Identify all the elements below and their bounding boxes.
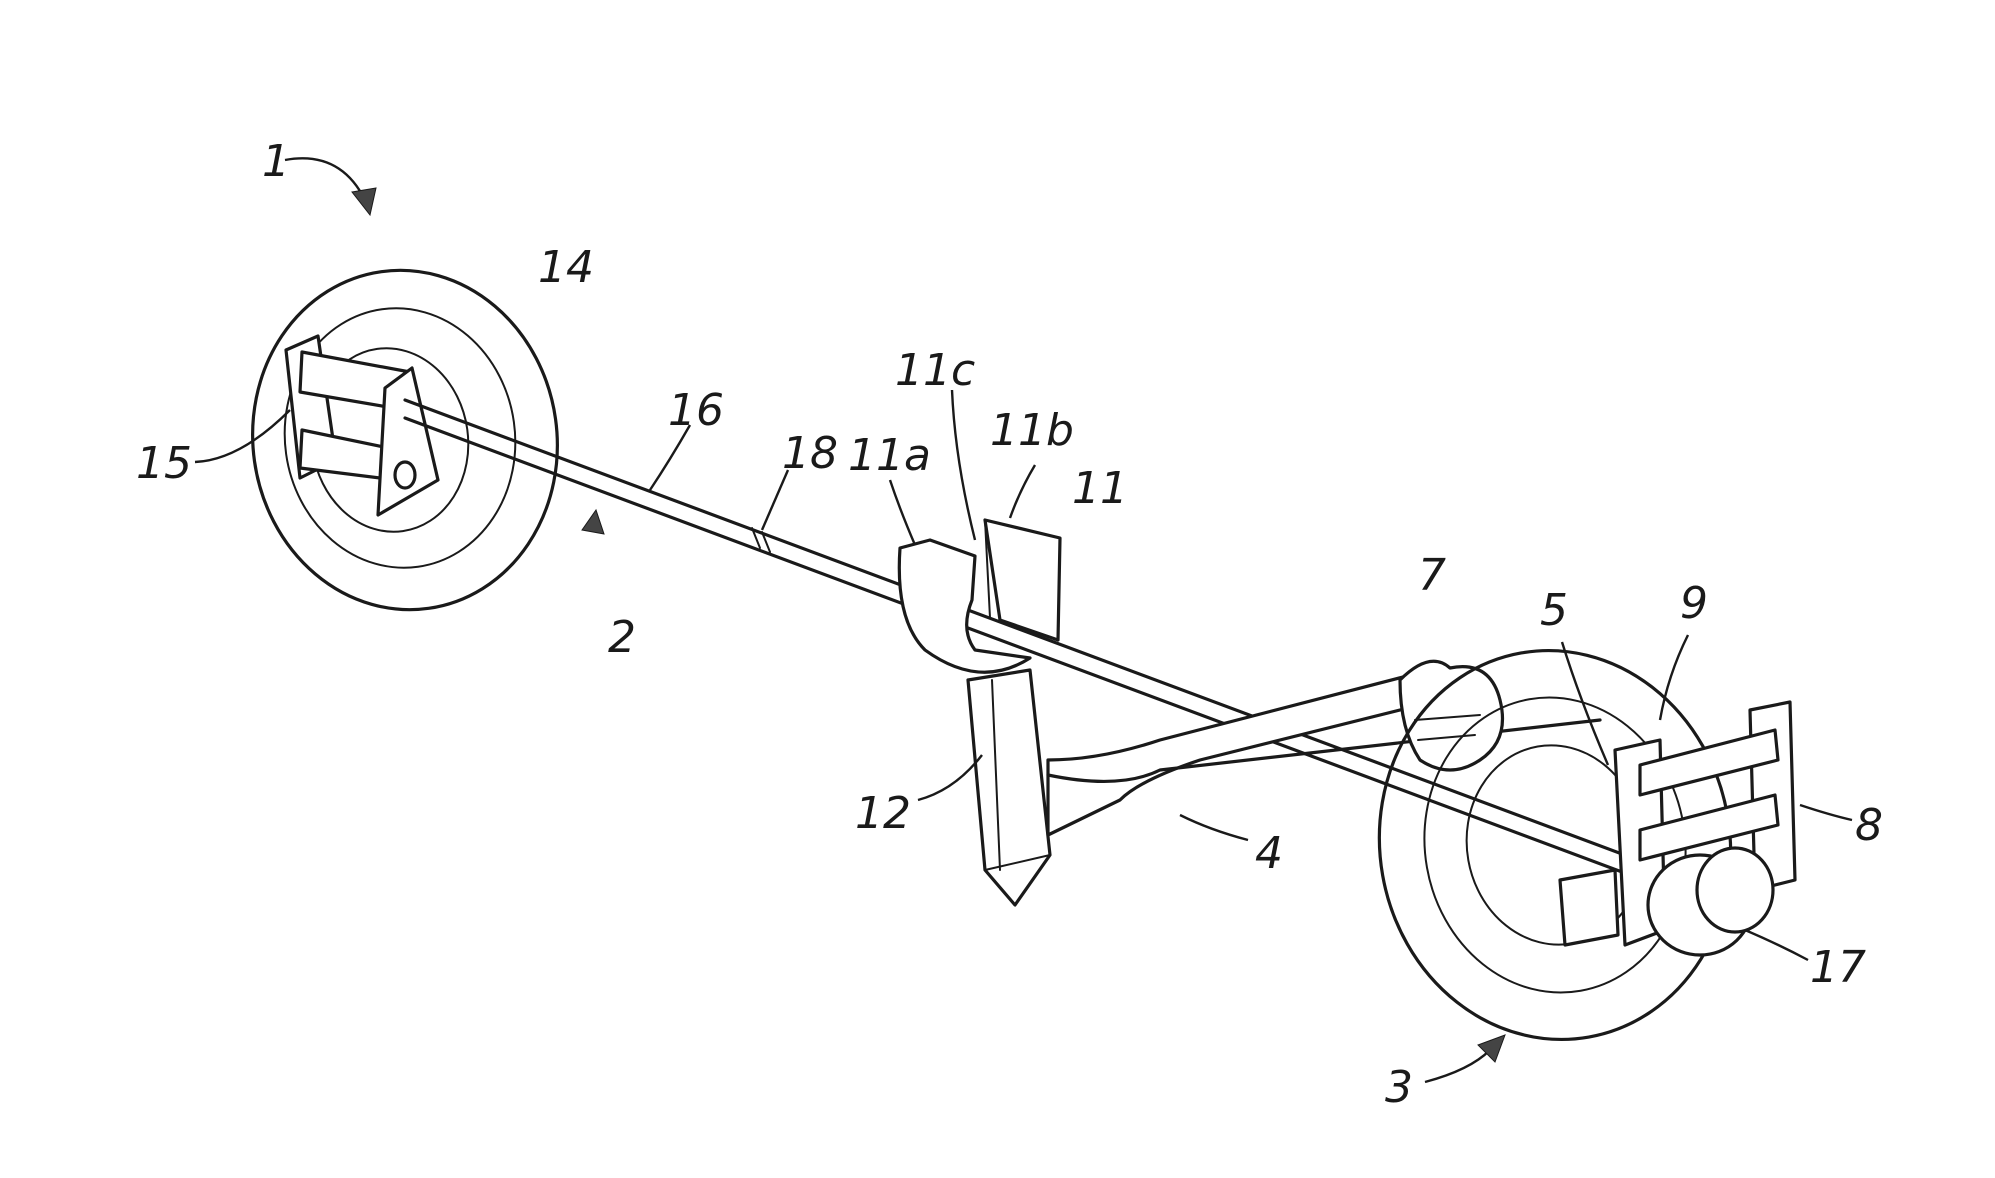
leader-17 [1745, 930, 1808, 960]
label-8: 8 [1855, 800, 1883, 851]
leader-11c [952, 390, 975, 540]
leader-11a [890, 480, 915, 545]
arrow-1 [285, 158, 376, 215]
leader-12 [918, 755, 982, 800]
label-5: 5 [1540, 585, 1568, 636]
leader-4 [1180, 815, 1248, 840]
label-18: 18 [782, 428, 838, 479]
label-16: 16 [668, 385, 724, 436]
label-14: 14 [538, 242, 594, 293]
left-bracket [286, 336, 438, 515]
label-15: 15 [136, 438, 192, 489]
leader-8 [1800, 805, 1852, 820]
label-4: 4 [1255, 828, 1283, 879]
label-7: 7 [1418, 550, 1446, 601]
label-11: 11 [1072, 463, 1128, 514]
label-2: 2 [608, 612, 636, 663]
label-17: 17 [1810, 942, 1866, 993]
label-11a: 11a [848, 430, 931, 481]
label-1: 1 [262, 136, 290, 187]
knob-17 [1648, 848, 1773, 955]
label-3: 3 [1385, 1062, 1413, 1113]
stake-12 [968, 670, 1050, 905]
leader-15 [195, 410, 290, 462]
arrow-3 [1425, 1035, 1505, 1082]
label-11c: 11c [895, 345, 975, 396]
label-9: 9 [1680, 578, 1708, 629]
label-11b: 11b [990, 405, 1074, 456]
leader-18 [762, 470, 788, 530]
fork-11 [899, 520, 1060, 672]
leader-11b [1010, 465, 1035, 518]
arrow-2 [582, 510, 604, 534]
label-12: 12 [855, 788, 911, 839]
